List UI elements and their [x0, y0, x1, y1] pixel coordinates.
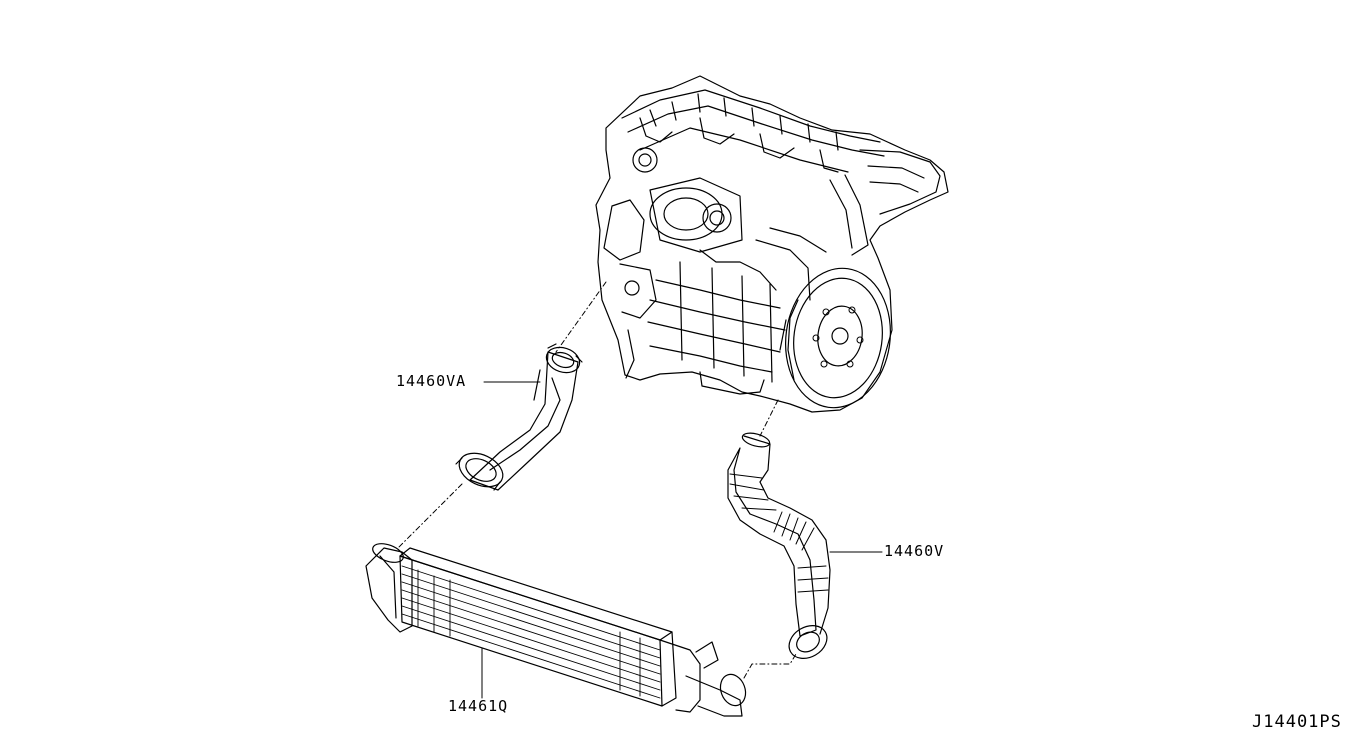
part-label-14461q: 14461Q — [448, 697, 509, 715]
hose-14460v — [727, 432, 831, 659]
engine-assembly — [595, 75, 949, 413]
part-label-14460va: 14460VA — [396, 372, 467, 390]
part-label-14460v: 14460V — [884, 542, 945, 560]
connection-lines — [397, 281, 797, 679]
intercooler-14461q — [365, 543, 747, 717]
leader-lines — [481, 381, 883, 699]
hose-14460va — [455, 343, 583, 491]
diagram-id: J14401PS — [1252, 712, 1342, 732]
